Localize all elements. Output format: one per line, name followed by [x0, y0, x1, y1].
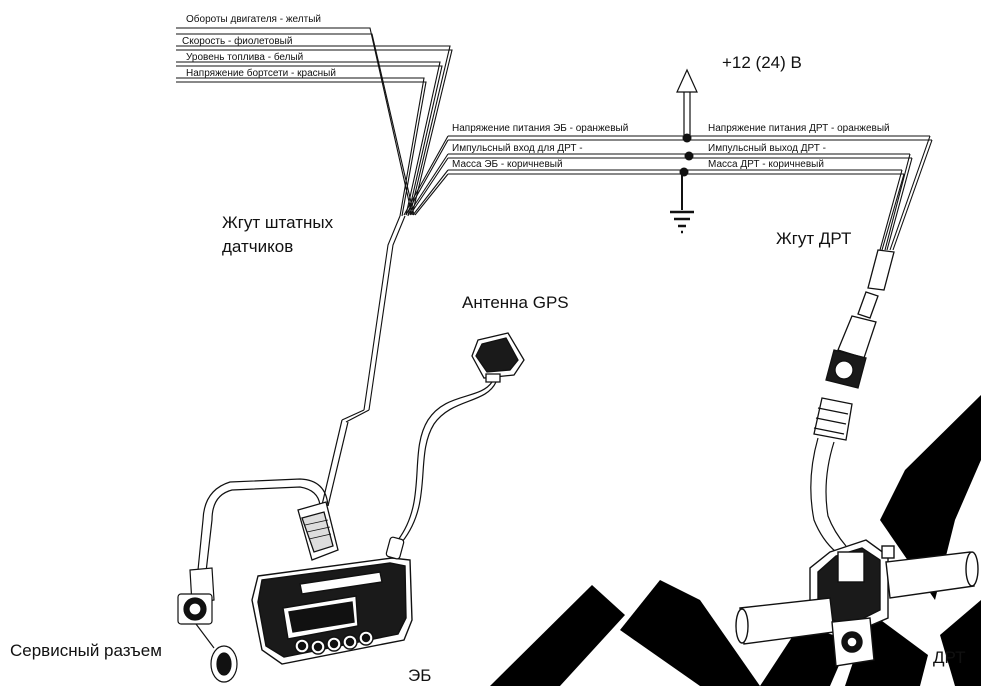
sensor-harness-cable [197, 409, 370, 573]
service-connector-label: Сервисный разъем [10, 641, 162, 660]
watermark-stroke-6 [940, 600, 981, 686]
gps-plug [385, 536, 405, 560]
supply-arrow [676, 68, 698, 138]
watermark-stroke-2 [620, 580, 760, 686]
gps-antenna-label: Антенна GPS [462, 293, 569, 312]
wire-label-onboard-voltage: Напряжение бортсети - красный [186, 67, 336, 79]
label-eb-power: Напряжение питания ЭБ - оранжевый [452, 123, 628, 134]
drt-unit [735, 539, 979, 667]
junction-pulse [684, 151, 694, 161]
watermark [490, 395, 981, 686]
wire-label-engine-rpm: Обороты двигателя - желтый [186, 13, 321, 25]
gps-antenna [471, 332, 525, 383]
eb-label: ЭБ [408, 666, 431, 685]
label-drt-ground: Масса ДРТ - коричневый [708, 159, 824, 170]
harness-label-line1: Жгут штатных [222, 213, 334, 232]
sensor-harness-wires [176, 27, 453, 411]
watermark-stroke-5 [880, 395, 981, 600]
wire-label-fuel-level: Уровень топлива - белый [186, 51, 303, 63]
watermark-stroke-3 [760, 625, 850, 686]
label-drt-pulse-out: Импульсный выход ДРТ - [708, 143, 826, 154]
label-eb-pulse-in: Импульсный вход для ДРТ - [452, 143, 583, 154]
power-bus-lines [403, 135, 933, 251]
ground-icon [670, 174, 694, 234]
junction-power [682, 133, 692, 143]
drt-label: ДРТ [933, 648, 965, 667]
eb-connector [297, 501, 339, 561]
drt-cable [810, 437, 847, 553]
junction-ground [679, 167, 689, 177]
drt-harness [825, 249, 895, 389]
wire-label-speed: Скорость - фиолетовый [182, 35, 292, 47]
service-connector [177, 567, 238, 683]
label-eb-ground: Масса ЭБ - коричневый [452, 159, 563, 170]
label-drt-power: Напряжение питания ДРТ - оранжевый [708, 123, 890, 134]
drt-mating-connector [813, 397, 853, 441]
gps-cable [397, 381, 497, 543]
watermark-stroke-1 [490, 585, 625, 686]
drt-harness-label: Жгут ДРТ [776, 229, 851, 248]
eb-unit [251, 557, 413, 665]
supply-voltage-label: +12 (24) В [722, 53, 802, 72]
harness-label-line2: датчиков [222, 237, 293, 256]
